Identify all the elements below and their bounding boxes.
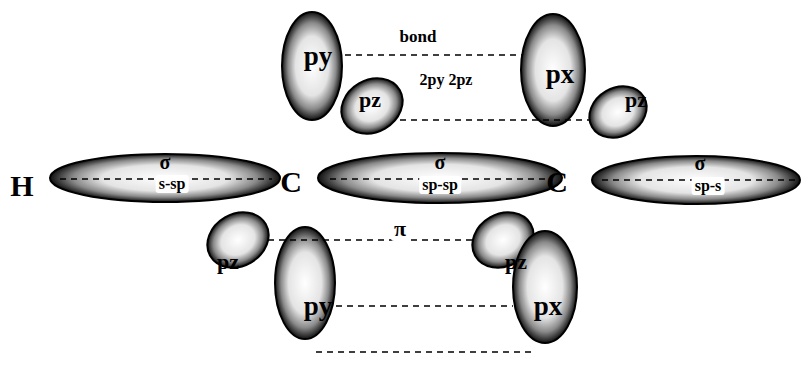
orbital-label: pz [502,250,530,274]
orbital-label: px [543,60,578,89]
orbital-pair-label: 2py 2pz [417,71,476,89]
atom-label: H [7,170,36,202]
px-lobe [521,14,585,126]
py-lobe [275,227,335,339]
pz-lobe [197,201,278,278]
orbital-label: pz [356,88,384,112]
pi-overlap-line [336,305,513,307]
orbital-label: px [531,292,566,321]
orbital-label: pz [622,88,650,112]
bond-type-label: σ [692,152,709,174]
orbital-label: pz [214,250,242,274]
overlap-label: sp-s [692,177,725,195]
pz-lobe [331,67,412,144]
pi-overlap-line [345,54,522,56]
bond-type-label: π [391,217,409,241]
pi-overlap-line [268,239,473,241]
overlap-label: s-sp [156,175,189,193]
py-lobe [282,12,342,120]
orbital-label: py [301,292,336,321]
atom-label: C [277,166,305,198]
bond-label: bond [397,27,440,46]
px-lobe [513,231,577,343]
atom-label: C [543,166,571,198]
pz-lobe [580,76,656,148]
bond-type-label: σ [157,151,174,173]
overlap-label: sp-sp [419,176,461,194]
orbital-label: py [301,42,336,71]
pi-overlap-line [316,351,532,353]
bond-type-label: σ [432,151,449,173]
pi-overlap-line [400,119,590,121]
